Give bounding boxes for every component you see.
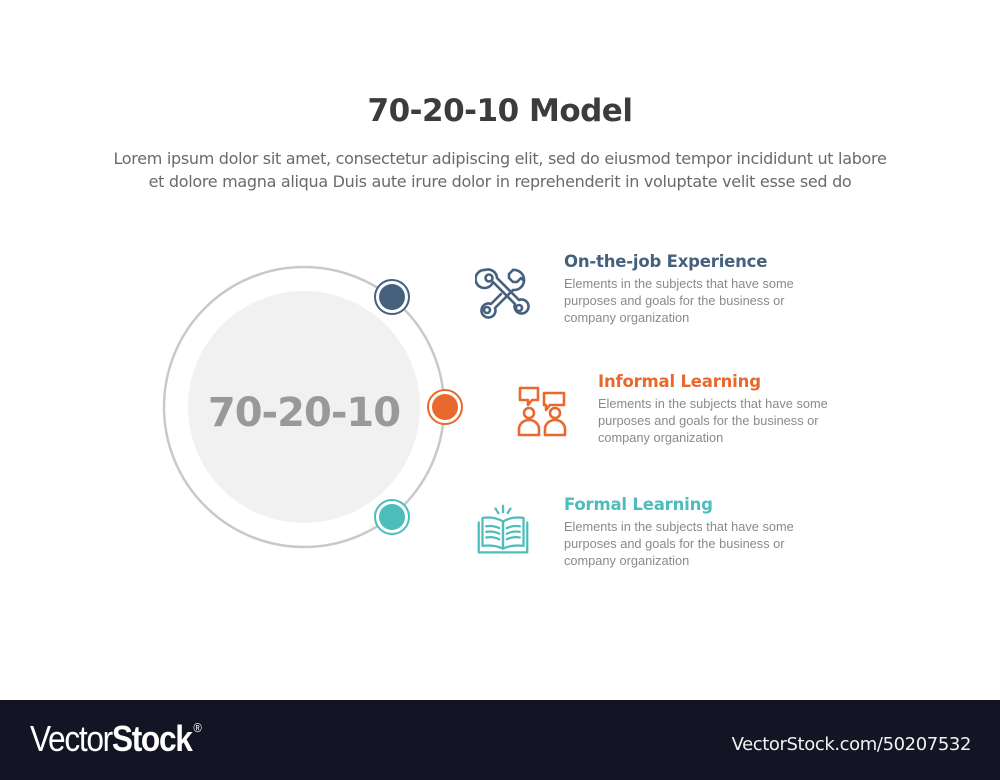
- subtitle-line-2: et dolore magna aliqua Duis aute irure d…: [148, 172, 852, 191]
- marker-formal: [374, 499, 410, 535]
- center-label: 70-20-10: [207, 390, 401, 436]
- item-text: Informal Learning Elements in the subjec…: [598, 372, 878, 446]
- logo-bold-text: Stock: [111, 718, 193, 759]
- infographic-canvas: 70-20-10 Model Lorem ipsum dolor sit ame…: [40, 93, 960, 569]
- item-title: Formal Learning: [564, 495, 713, 514]
- inner-disc: [188, 291, 420, 523]
- cycle-diagram: [162, 265, 463, 549]
- item-description: Elements in the subjects that have some …: [564, 276, 794, 325]
- item-text: Formal Learning Elements in the subjects…: [564, 495, 844, 569]
- subtitle-line-1: Lorem ipsum dolor sit amet, consectetur …: [113, 149, 887, 168]
- item-title: Informal Learning: [598, 372, 761, 391]
- item-title: On-the-job Experience: [564, 252, 768, 271]
- tools-icon: [475, 268, 530, 319]
- item-description: Elements in the subjects that have some …: [564, 519, 794, 568]
- discussion-icon: [517, 386, 567, 437]
- page-title: 70-20-10 Model: [367, 93, 633, 129]
- vectorstock-logo: VectorStock®: [30, 718, 202, 760]
- image-url: VectorStock.com/50207532: [731, 734, 972, 755]
- footer-bar: [0, 700, 1000, 780]
- item-description: Elements in the subjects that have some …: [598, 396, 828, 445]
- logo-light-text: Vector: [30, 718, 113, 759]
- marker-on-the-job: [374, 279, 410, 315]
- item-text: On-the-job Experience Elements in the su…: [564, 252, 844, 326]
- open-book-icon: [477, 504, 529, 554]
- marker-informal: [427, 389, 463, 425]
- registered-mark: ®: [193, 720, 201, 735]
- page-subtitle: Lorem ipsum dolor sit amet, consectetur …: [40, 147, 960, 193]
